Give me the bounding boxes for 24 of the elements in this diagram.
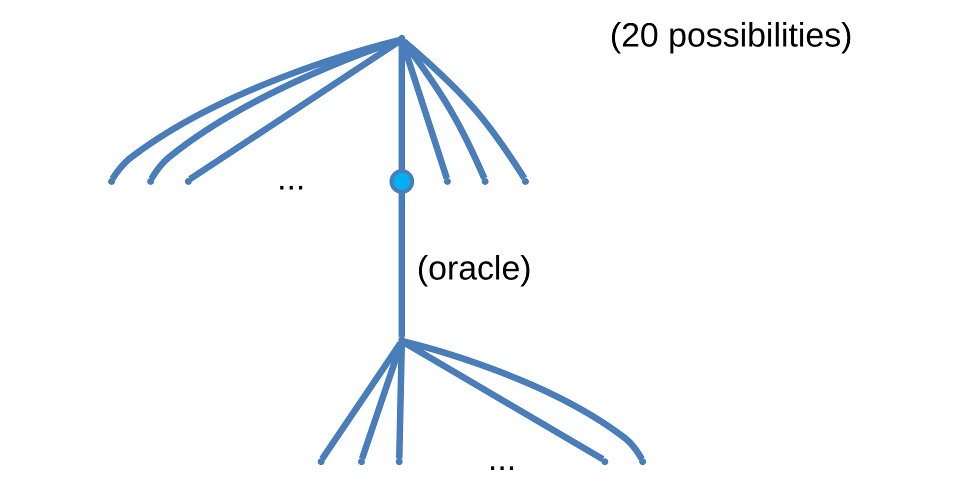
node-point [146,178,154,184]
node-point [398,34,405,42]
connector [396,342,405,458]
connector [402,338,644,460]
node-point [398,336,405,343]
edge-label: (oracle) [416,248,532,287]
node-point [317,458,324,465]
node-point [108,178,115,184]
node-point [638,458,646,465]
connector [398,192,405,336]
node-point [395,458,402,465]
node-point [522,178,528,184]
connector [358,341,404,460]
node-point [600,458,608,465]
node-point [443,178,450,184]
connector [398,40,405,170]
node-point [184,178,192,184]
label: (20 possibilities) [609,16,852,54]
connector [398,40,450,179]
node-point [358,458,364,465]
node-point [481,178,488,184]
label: ... [276,159,305,198]
label: ... [487,439,516,478]
node-circle [388,168,414,194]
